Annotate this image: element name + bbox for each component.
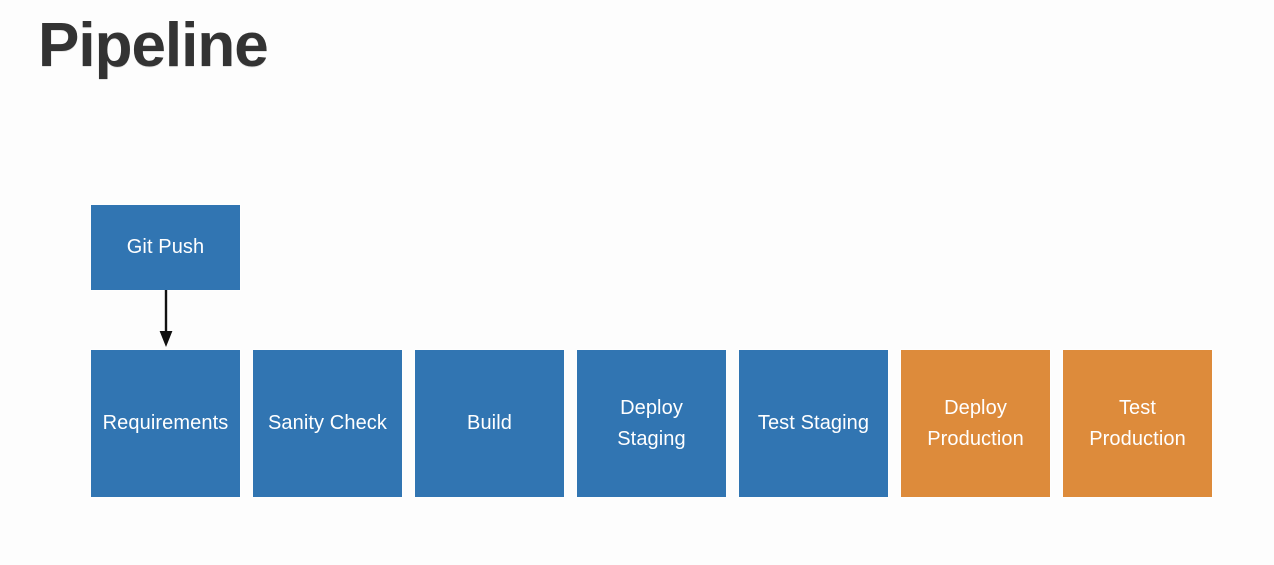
node-requirements[interactable]: Requirements xyxy=(91,350,240,497)
node-sanity-check[interactable]: Sanity Check xyxy=(253,350,402,497)
node-label: Deploy Production xyxy=(927,396,1024,450)
node-deploy-production[interactable]: Deploy Production xyxy=(901,350,1050,497)
node-deploy-staging[interactable]: Deploy Staging xyxy=(577,350,726,497)
node-label: Deploy Staging xyxy=(617,396,686,450)
node-label: Build xyxy=(467,412,512,434)
node-build[interactable]: Build xyxy=(415,350,564,497)
pipeline-stage-row: Requirements Sanity Check Build Deploy Stag… xyxy=(91,350,1212,497)
node-test-staging[interactable]: Test Staging xyxy=(739,350,888,497)
node-label: Requirements xyxy=(102,412,229,434)
node-label: Test Production xyxy=(1089,396,1186,450)
node-test-production[interactable]: Test Production xyxy=(1063,350,1212,497)
node-label: Sanity Check xyxy=(267,412,388,434)
node-label: Test Staging xyxy=(757,412,870,434)
down-arrow-icon xyxy=(159,290,173,347)
node-git-push[interactable]: Git Push xyxy=(91,205,240,290)
node-label: Git Push xyxy=(126,236,205,258)
page-title: Pipeline xyxy=(38,11,269,80)
